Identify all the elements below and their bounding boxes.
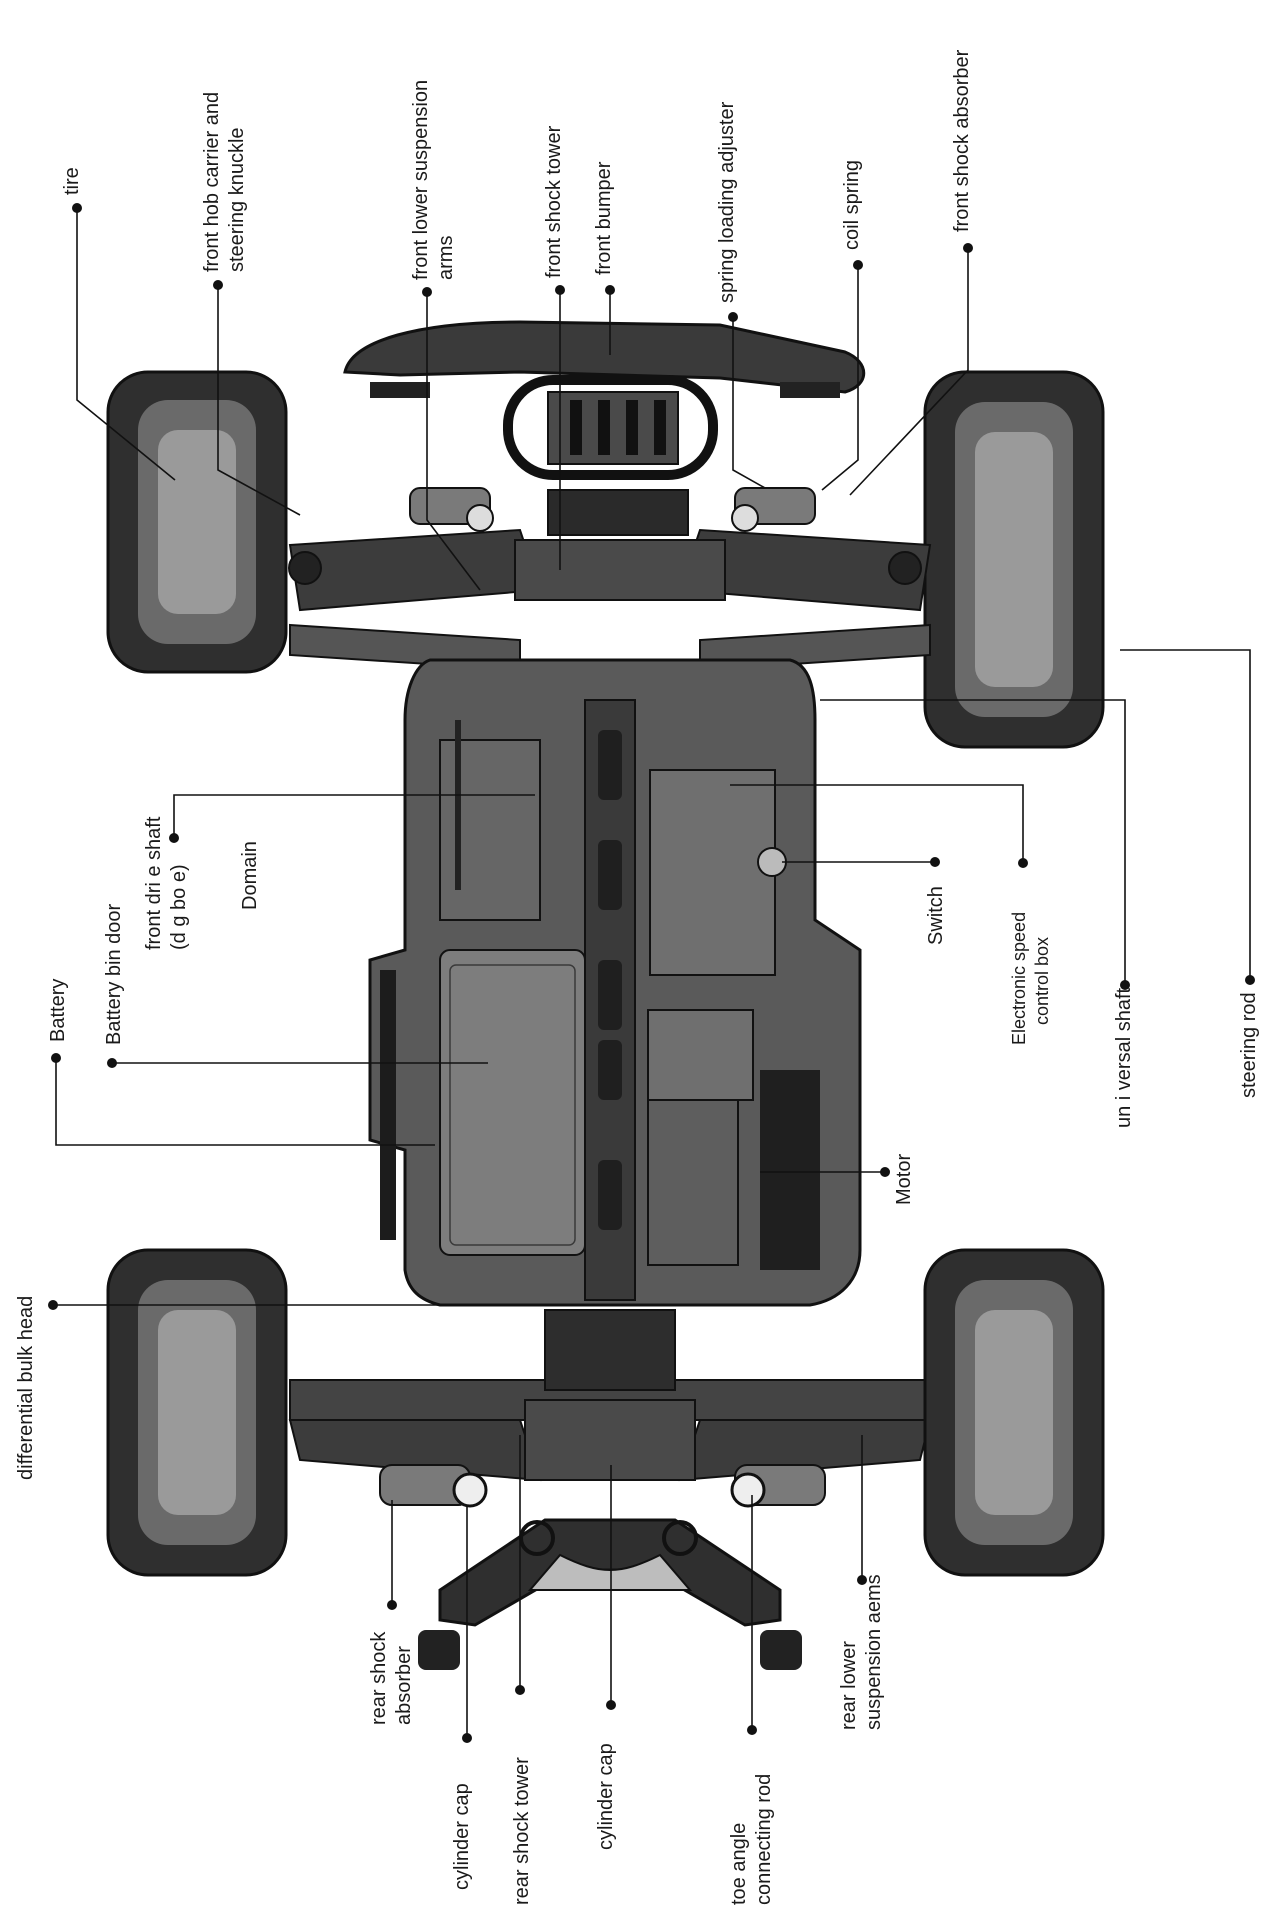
label-universal-shaft: un i versal shaft (1113, 987, 1135, 1128)
truck-illustration (106, 320, 1105, 1670)
label-front-lower-arms-line2: arms (435, 236, 457, 280)
leader-lines (48, 203, 1255, 1743)
label-steering-rod: steering rod (1238, 992, 1260, 1098)
label-diff-bulkhead: differential bulk head (15, 1296, 37, 1480)
label-motor: Motor (893, 1154, 915, 1205)
label-cylinder-cap-left: cylinder cap (451, 1783, 473, 1890)
label-cylinder-cap-mid: cylinder cap (595, 1743, 617, 1850)
label-toe-angle-line2: connecting rod (753, 1774, 775, 1905)
front-shock-tower (514, 489, 726, 601)
rear-suspension (288, 1309, 932, 1482)
label-esc-line2: control box (1032, 937, 1052, 1025)
label-spring-adjuster: spring loading adjuster (716, 101, 738, 303)
front-right-tire (923, 370, 1105, 749)
front-bumper (343, 320, 866, 398)
bumper-guard (503, 375, 718, 480)
label-battery-bin-door: Battery bin door (103, 903, 125, 1045)
label-front-hub-line1: front hob carrier and (201, 92, 223, 272)
rear-shock-absorbers (379, 1464, 826, 1508)
label-front-shock-tower: front shock tower (543, 125, 565, 278)
label-domain: Domain (239, 841, 261, 910)
label-rear-shock-absorber-line2: absorber (393, 1646, 415, 1725)
label-front-bumper: front bumper (593, 161, 615, 275)
rear-bumper (418, 1518, 802, 1670)
label-rear-lower-arms-line2: suspension aems (863, 1574, 885, 1730)
label-tire: tire (61, 167, 83, 195)
chassis (368, 658, 862, 1307)
label-toe-angle-line1: toe angle (728, 1823, 750, 1905)
front-left-tire (106, 370, 288, 674)
label-front-drive-shaft-line2: (d g bo e) (168, 864, 190, 950)
label-front-shock-absorber: front shock absorber (951, 49, 973, 232)
label-battery: Battery (47, 979, 69, 1042)
front-shock-absorbers (409, 487, 816, 532)
label-esc-line1: Electronic speed (1009, 912, 1029, 1045)
part-labels: tire front hob carrier and steering knuc… (15, 49, 1260, 1905)
label-rear-shock-absorber-line1: rear shock (368, 1631, 390, 1725)
label-front-lower-arms-line1: front lower suspension (410, 80, 432, 280)
label-rear-shock-tower: rear shock tower (511, 1757, 533, 1905)
label-coil-spring: coil spring (841, 160, 863, 250)
rear-left-tire (106, 1248, 288, 1577)
rear-right-tire (923, 1248, 1105, 1577)
label-rear-lower-arms-line1: rear lower (838, 1641, 860, 1730)
label-switch: Switch (925, 886, 947, 945)
label-front-hub-line2: steering knuckle (226, 127, 248, 272)
label-front-drive-shaft-line1: front dri e shaft (143, 816, 165, 950)
